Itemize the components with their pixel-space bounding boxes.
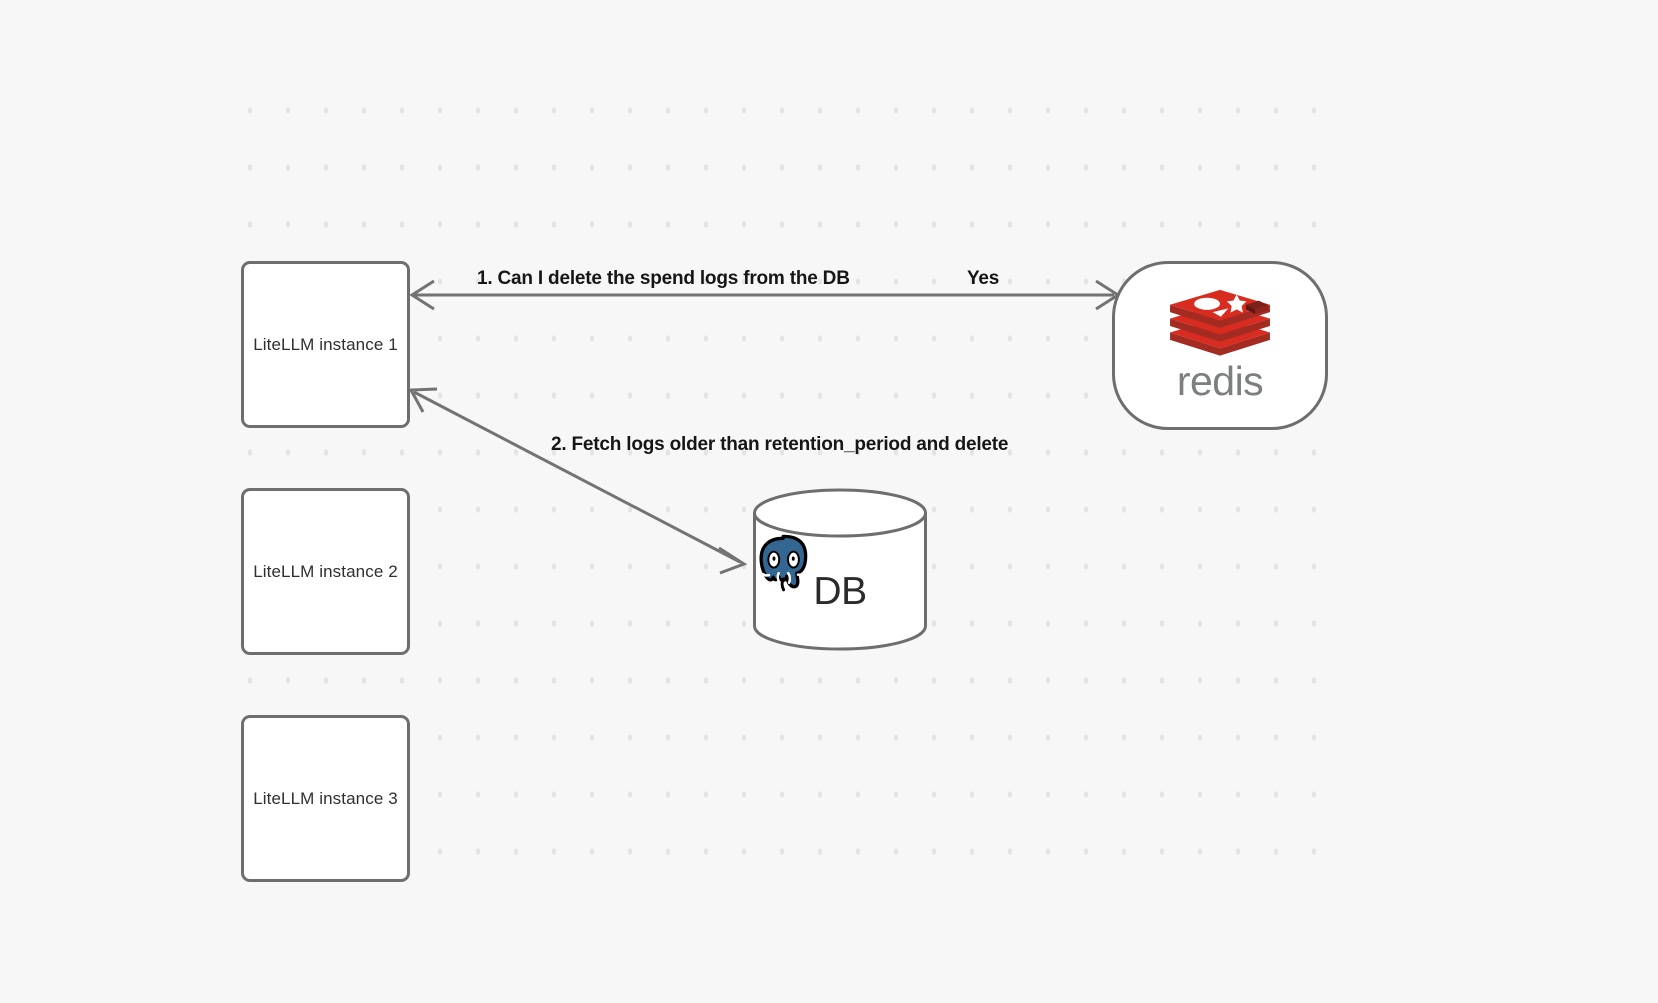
redis-stack-icon (1170, 289, 1270, 356)
node-litellm-instance-2-label: LiteLLM instance 2 (253, 561, 398, 581)
redis-wordmark: redis (1176, 358, 1264, 404)
node-litellm-instance-3[interactable]: LiteLLM instance 3 (241, 715, 410, 882)
edge-label-step-2: 2. Fetch logs older than retention_perio… (551, 434, 1009, 455)
db-label: DB (813, 570, 867, 613)
edge-litellm1-db (408, 387, 748, 575)
edge-label-reply-yes: Yes (967, 268, 1000, 289)
node-db-cylinder[interactable]: DB (752, 488, 928, 651)
node-litellm-instance-2[interactable]: LiteLLM instance 2 (241, 488, 410, 655)
db-content: DB (752, 532, 928, 651)
node-litellm-instance-1[interactable]: LiteLLM instance 1 (241, 261, 410, 428)
edge-label-step-1: 1. Can I delete the spend logs from the … (477, 268, 850, 289)
postgresql-elephant-icon (759, 534, 808, 592)
cylinder-shape (753, 488, 927, 651)
node-litellm-instance-3-label: LiteLLM instance 3 (253, 788, 398, 808)
node-redis[interactable]: redis (1112, 261, 1328, 430)
node-litellm-instance-1-label: LiteLLM instance 1 (253, 334, 398, 354)
